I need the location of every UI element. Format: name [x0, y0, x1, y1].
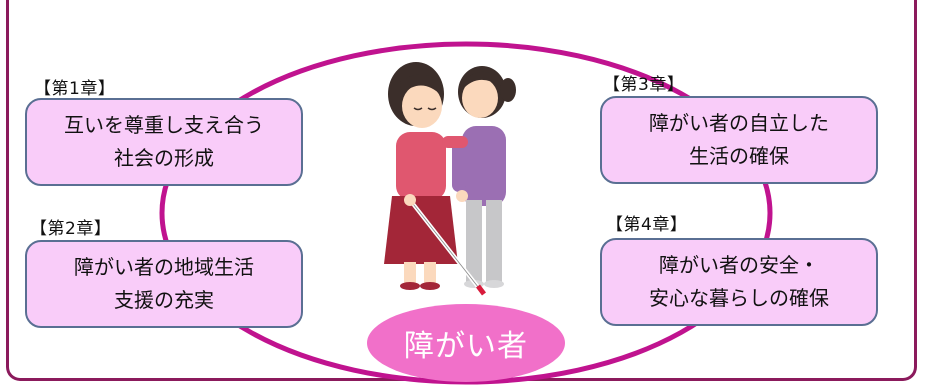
chapter-3-tag: 【第3章】 [603, 75, 685, 95]
chapter-4-box: 障がい者の安全・ 安心な暮らしの確保 [600, 238, 878, 326]
chapter-2-line-2: 支援の充実 [114, 288, 214, 312]
chapter-4-line-2: 安心な暮らしの確保 [649, 286, 829, 310]
chapter-1-box: 互いを尊重し支え合う 社会の形成 [25, 98, 303, 186]
chapter-1-tag: 【第1章】 [34, 79, 116, 99]
center-label: 障がい者 [367, 304, 565, 382]
chapter-1-line-2: 社会の形成 [114, 146, 214, 170]
chapter-1-line-1: 互いを尊重し支え合う [64, 113, 264, 137]
chapter-2-tag: 【第2章】 [30, 219, 112, 239]
chapter-3-line-1: 障がい者の自立した [649, 111, 829, 135]
guide-helper-illustration [384, 62, 516, 296]
chapter-4-line-1: 障がい者の安全・ [659, 253, 819, 277]
chapter-3-line-2: 生活の確保 [689, 144, 789, 168]
chapter-4-tag: 【第4章】 [606, 215, 688, 235]
chapter-2-box: 障がい者の地域生活 支援の充実 [25, 240, 303, 328]
chapter-3-box: 障がい者の自立した 生活の確保 [600, 96, 878, 184]
chapter-2-line-1: 障がい者の地域生活 [74, 255, 254, 279]
